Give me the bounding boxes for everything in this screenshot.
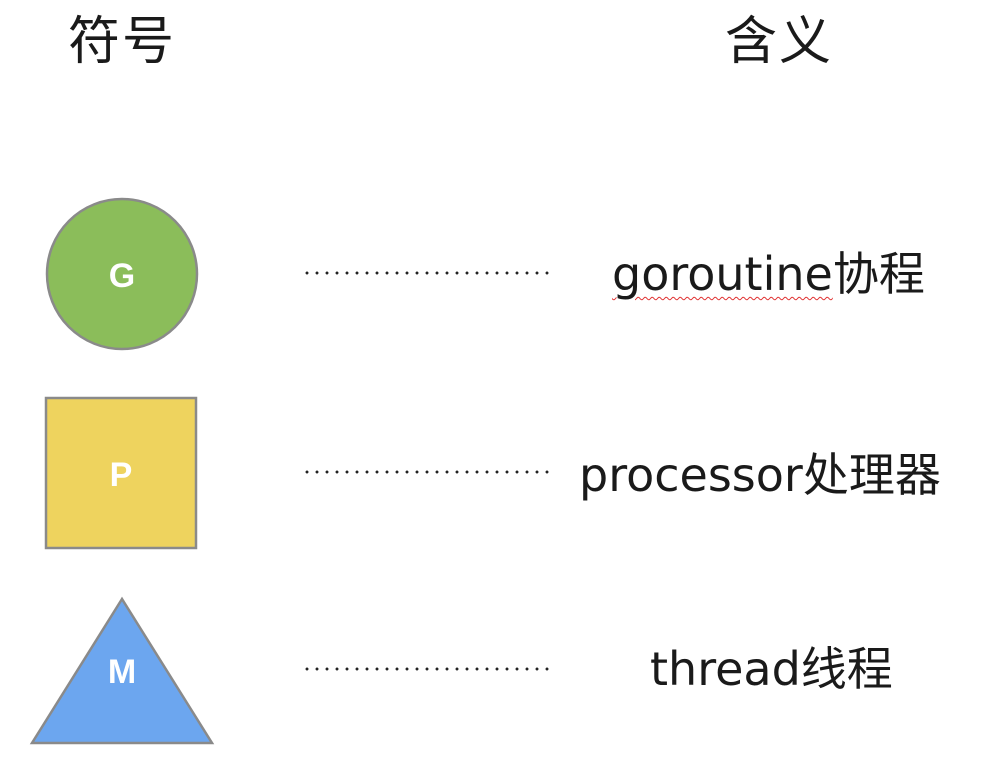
goroutine-symbol: G [45, 197, 199, 351]
dotted-leader-goroutine [302, 271, 552, 275]
dotted-leader-thread [302, 667, 552, 671]
meaning-column-header: 含义 [725, 12, 834, 72]
processor-letter: P [110, 456, 133, 494]
goroutine-term: goroutine [612, 247, 833, 301]
processor-term: processor [579, 448, 803, 502]
thread-letter: M [108, 653, 136, 691]
thread-triangle [29, 596, 215, 745]
thread-meaning: thread线程 [650, 641, 893, 697]
processor-square [44, 396, 198, 550]
thread-symbol: M [29, 596, 215, 745]
goroutine-circle [45, 197, 199, 351]
goroutine-chinese: 协程 [832, 247, 925, 301]
goroutine-meaning: goroutine协程 [612, 246, 925, 302]
thread-chinese: 线程 [800, 642, 893, 696]
processor-meaning: processor处理器 [579, 447, 941, 503]
dotted-leader-processor [302, 470, 552, 474]
processor-chinese: 处理器 [802, 448, 941, 502]
symbol-column-header: 符号 [68, 12, 177, 72]
processor-symbol: P [44, 396, 198, 550]
thread-term: thread [650, 642, 801, 696]
goroutine-letter: G [109, 257, 135, 295]
